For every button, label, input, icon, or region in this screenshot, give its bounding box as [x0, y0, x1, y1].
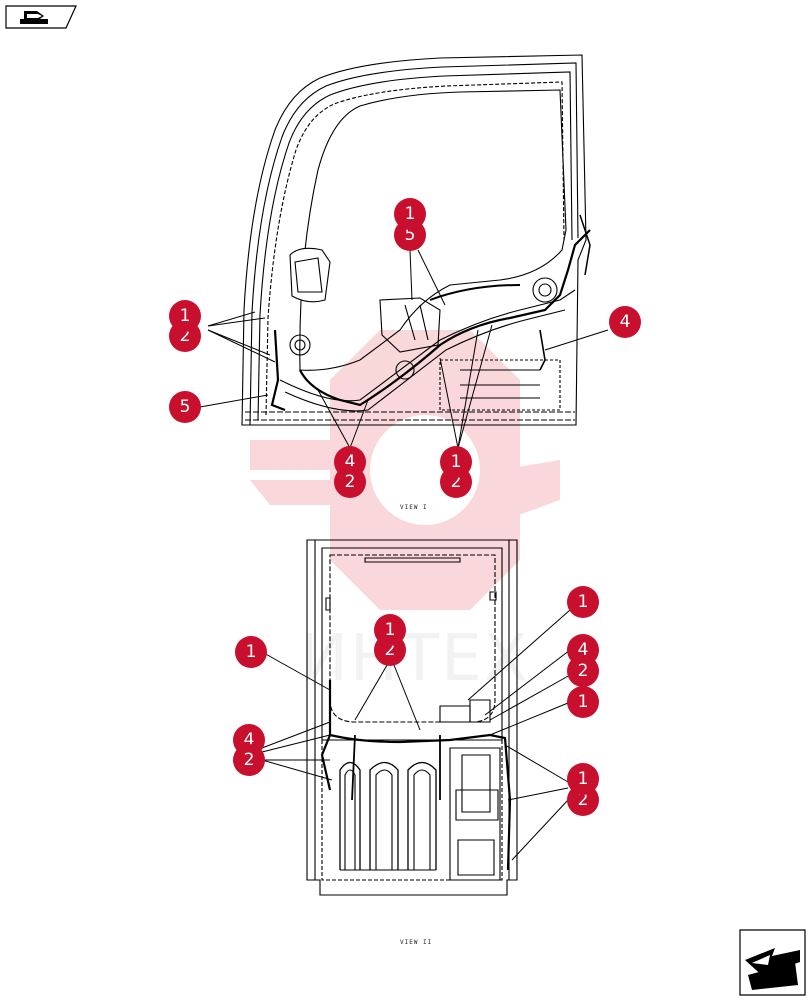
svg-text:1: 1 [578, 769, 589, 789]
svg-text:2: 2 [578, 790, 589, 810]
svg-text:4: 4 [244, 730, 255, 750]
cab-side-view [241, 54, 591, 426]
callout[interactable]: 2 [233, 744, 265, 776]
svg-text:2: 2 [385, 640, 396, 660]
svg-text:5: 5 [180, 397, 191, 417]
svg-text:1: 1 [180, 306, 191, 326]
svg-text:2: 2 [345, 472, 356, 492]
svg-text:1: 1 [246, 642, 257, 662]
callout[interactable]: 1 [235, 636, 267, 668]
svg-text:2: 2 [578, 661, 589, 681]
svg-text:5: 5 [405, 225, 416, 245]
svg-text:1: 1 [405, 204, 416, 224]
svg-text:2: 2 [180, 326, 191, 346]
callout[interactable]: 1 [394, 198, 426, 230]
svg-text:1: 1 [578, 592, 589, 612]
svg-text:2: 2 [244, 750, 255, 770]
callout[interactable]: 1 [567, 686, 599, 718]
toolbar-back-button[interactable] [5, 5, 77, 29]
svg-text:4: 4 [345, 452, 356, 472]
view-label-bottom: VIEW II [400, 939, 432, 946]
view-label-top: VIEW I [400, 504, 428, 511]
callout[interactable]: 1 [567, 586, 599, 618]
callout[interactable]: 5 [169, 391, 201, 423]
svg-text:1: 1 [385, 620, 396, 640]
callout[interactable]: 2 [567, 655, 599, 687]
next-page-button[interactable] [739, 929, 806, 996]
callout[interactable]: 1 [374, 614, 406, 646]
callout[interactable]: 4 [609, 306, 641, 338]
book-arrow-icon [20, 11, 48, 24]
cab-rear-view [306, 539, 518, 896]
svg-text:4: 4 [578, 640, 589, 660]
svg-text:2: 2 [451, 472, 462, 492]
svg-text:1: 1 [451, 452, 462, 472]
callout[interactable]: 1 [169, 300, 201, 332]
callout[interactable]: 1 [440, 446, 472, 478]
svg-text:1: 1 [578, 692, 589, 712]
callout[interactable]: 1 [567, 763, 599, 795]
leader-lines-bottom [261, 609, 571, 861]
svg-text:4: 4 [620, 312, 631, 332]
next-page-arrow-icon [745, 948, 800, 990]
watermark-text: ИНТЕХ [300, 622, 529, 696]
callout[interactable]: 2 [334, 466, 366, 498]
leader-lines-top [199, 249, 609, 449]
